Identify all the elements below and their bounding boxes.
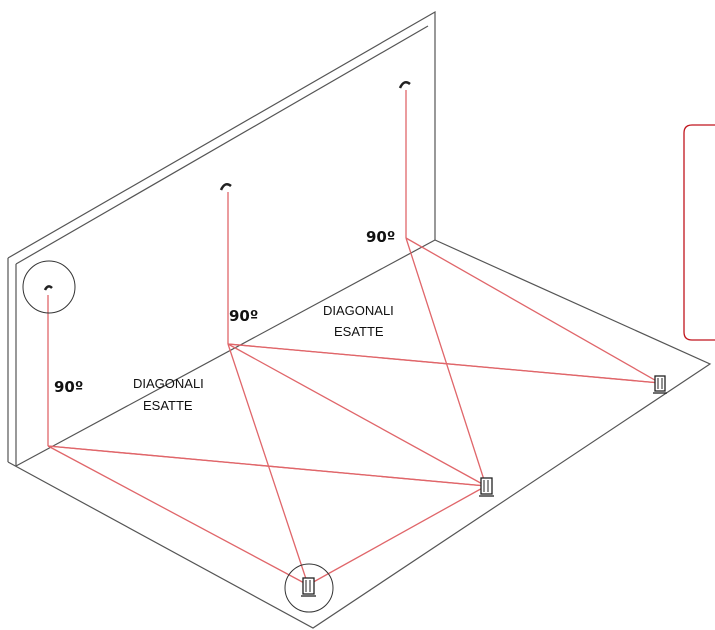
callout-box bbox=[683, 124, 715, 341]
laser-lines bbox=[47, 90, 661, 586]
square-1-diagonal-a bbox=[227, 343, 309, 586]
angle-label-right: 90º bbox=[366, 228, 395, 246]
square-1-edge-front bbox=[47, 445, 309, 586]
square-2-diagonal-b bbox=[227, 343, 661, 384]
diagonals-label-1-line1: DIAGONALI bbox=[133, 376, 204, 391]
square-2-edge-side bbox=[405, 237, 661, 384]
wall-panel bbox=[7, 10, 436, 466]
floor-marker-icon bbox=[301, 577, 316, 597]
connector-line bbox=[307, 485, 487, 586]
floor-marker-icon bbox=[653, 375, 667, 394]
ceiling-marker-icon bbox=[43, 285, 53, 291]
floor-marker-icon bbox=[479, 477, 494, 497]
highlight-circle-floor bbox=[284, 563, 334, 613]
diagonals-label-1-line2: ESATTE bbox=[143, 398, 193, 413]
highlight-circle-wall bbox=[22, 260, 76, 314]
diagonals-label-2-line1: DIAGONALI bbox=[323, 303, 394, 318]
square-1-diagonal-b bbox=[47, 445, 487, 487]
square-1-edge-side bbox=[227, 343, 487, 487]
angle-label-middle: 90º bbox=[229, 307, 258, 325]
square-2-diagonal-a bbox=[405, 237, 487, 487]
diagonals-label-2-line2: ESATTE bbox=[334, 324, 384, 339]
floor-outline bbox=[7, 239, 712, 629]
ceiling-marker-icon bbox=[398, 80, 411, 89]
angle-label-left: 90º bbox=[54, 378, 83, 396]
ceiling-marker-icon bbox=[219, 182, 232, 191]
